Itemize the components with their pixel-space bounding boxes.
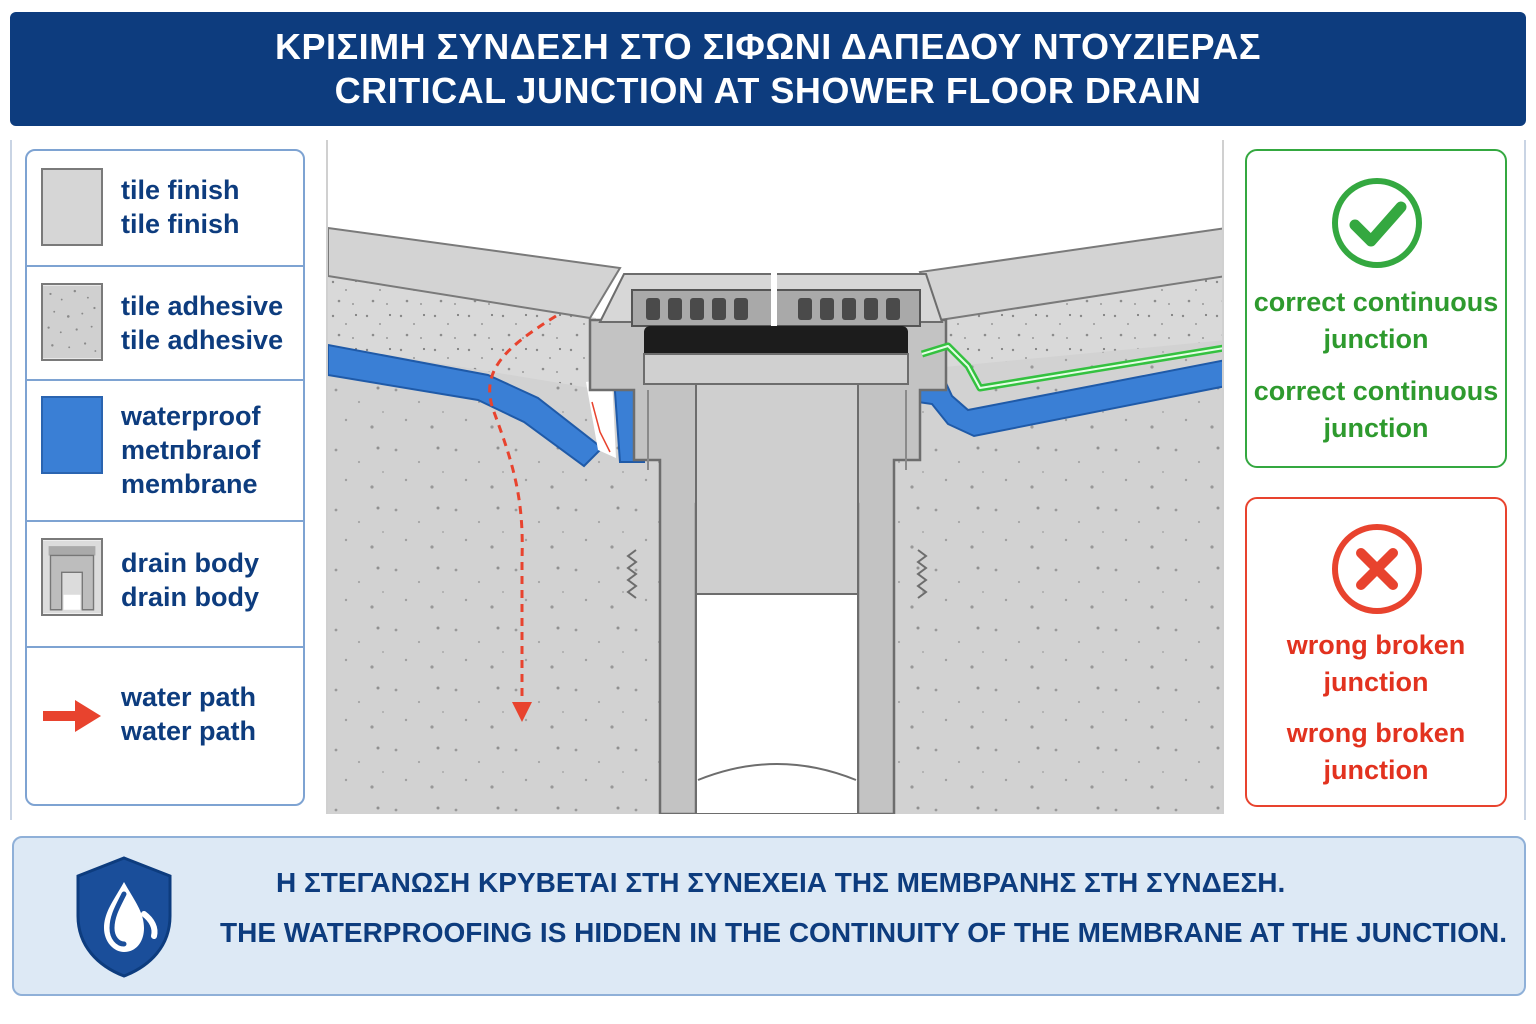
membrane-left-broken bbox=[328, 343, 604, 468]
tile-adhesive-right bbox=[934, 270, 1222, 368]
correct-junction-card: correct continuous junction correct cont… bbox=[1245, 149, 1507, 468]
drain-cross-section bbox=[326, 140, 1224, 814]
cross-section-drawing bbox=[328, 226, 1222, 814]
right-divider bbox=[1524, 140, 1526, 820]
drain-trap-insert bbox=[695, 383, 859, 595]
legend-item-tile-finish: tile finish tile finish bbox=[27, 151, 303, 267]
wrong-junction-card: wrong broken junction wrong broken junct… bbox=[1245, 497, 1507, 807]
legend-label: waterproof metпbraıof membrane bbox=[121, 401, 261, 499]
footer-english: THE WATERPROOFING IS HIDDEN IN THE CONTI… bbox=[220, 917, 1507, 948]
title-greek: ΚΡΙΣΙΜΗ ΣΥΝΔΕΣΗ ΣΤΟ ΣΙΦΩΝΙ ΔΑΠΕΔΟΥ ΝΤΟΥΖ… bbox=[275, 26, 1261, 67]
check-circle-icon bbox=[1332, 178, 1422, 268]
membrane-swatch bbox=[41, 396, 103, 474]
legend-item-tile-adhesive: tile adhesive tile adhesive bbox=[27, 267, 303, 381]
tile-swatch bbox=[41, 168, 103, 246]
leak-arrow-head bbox=[512, 702, 532, 722]
wrong-label: wrong broken junction wrong broken junct… bbox=[1286, 630, 1466, 785]
leaking-water-path bbox=[488, 314, 557, 708]
title-english: CRITICAL JUNCTION AT SHOWER FLOOR DRAIN bbox=[334, 70, 1202, 111]
legend-item-membrane: waterproof metпbraıof membrane bbox=[27, 381, 303, 522]
legend-panel: tile finish tile finish tile adhesive ti… bbox=[25, 149, 305, 806]
x-circle-icon bbox=[1332, 524, 1422, 614]
adhesive-swatch bbox=[41, 283, 103, 361]
legend-label: tile finish tile finish bbox=[121, 175, 240, 239]
legend-label: water path water path bbox=[121, 682, 257, 746]
thread-right bbox=[916, 549, 928, 599]
arrow-right-icon bbox=[43, 700, 101, 732]
shield-water-drop-icon bbox=[76, 856, 172, 978]
legend-item-drain-body: drain body drain body bbox=[27, 522, 303, 648]
left-divider bbox=[10, 140, 12, 820]
correct-label: correct continuous junction correct cont… bbox=[1253, 287, 1499, 443]
legend-item-water-path: water path water path bbox=[27, 648, 303, 804]
legend-label: drain body drain body bbox=[121, 548, 260, 612]
thread-left bbox=[626, 549, 638, 599]
legend-label: tile adhesive tile adhesive bbox=[121, 291, 284, 355]
footer-greek: Η ΣΤΕΓΑΝΩΣΗ ΚΡΥΒΕΤΑΙ ΣΤΗ ΣΥΝΕΧΕΙΑ ΤΗΣ ΜΕ… bbox=[276, 867, 1286, 898]
membrane-right-continuous bbox=[917, 359, 1222, 438]
tile-finish-left bbox=[328, 226, 622, 320]
gap-crack bbox=[591, 401, 611, 453]
grate-slots bbox=[646, 298, 900, 320]
title-banner: ΚΡΙΣΙΜΗ ΣΥΝΔΕΣΗ ΣΤΟ ΣΙΦΩΝΙ ΔΑΠΕΔΟΥ ΝΤΟΥΖ… bbox=[10, 12, 1526, 126]
tile-adhesive-left bbox=[328, 270, 596, 388]
junction-gap bbox=[586, 378, 616, 458]
grate-underside bbox=[644, 326, 908, 360]
footer-note: Η ΣΤΕΓΑΝΩΣΗ ΚΡΥΒΕΤΑΙ ΣΤΗ ΣΥΝΕΧΕΙΑ ΤΗΣ ΜΕ… bbox=[12, 836, 1526, 996]
drain-body-icon bbox=[41, 538, 103, 616]
